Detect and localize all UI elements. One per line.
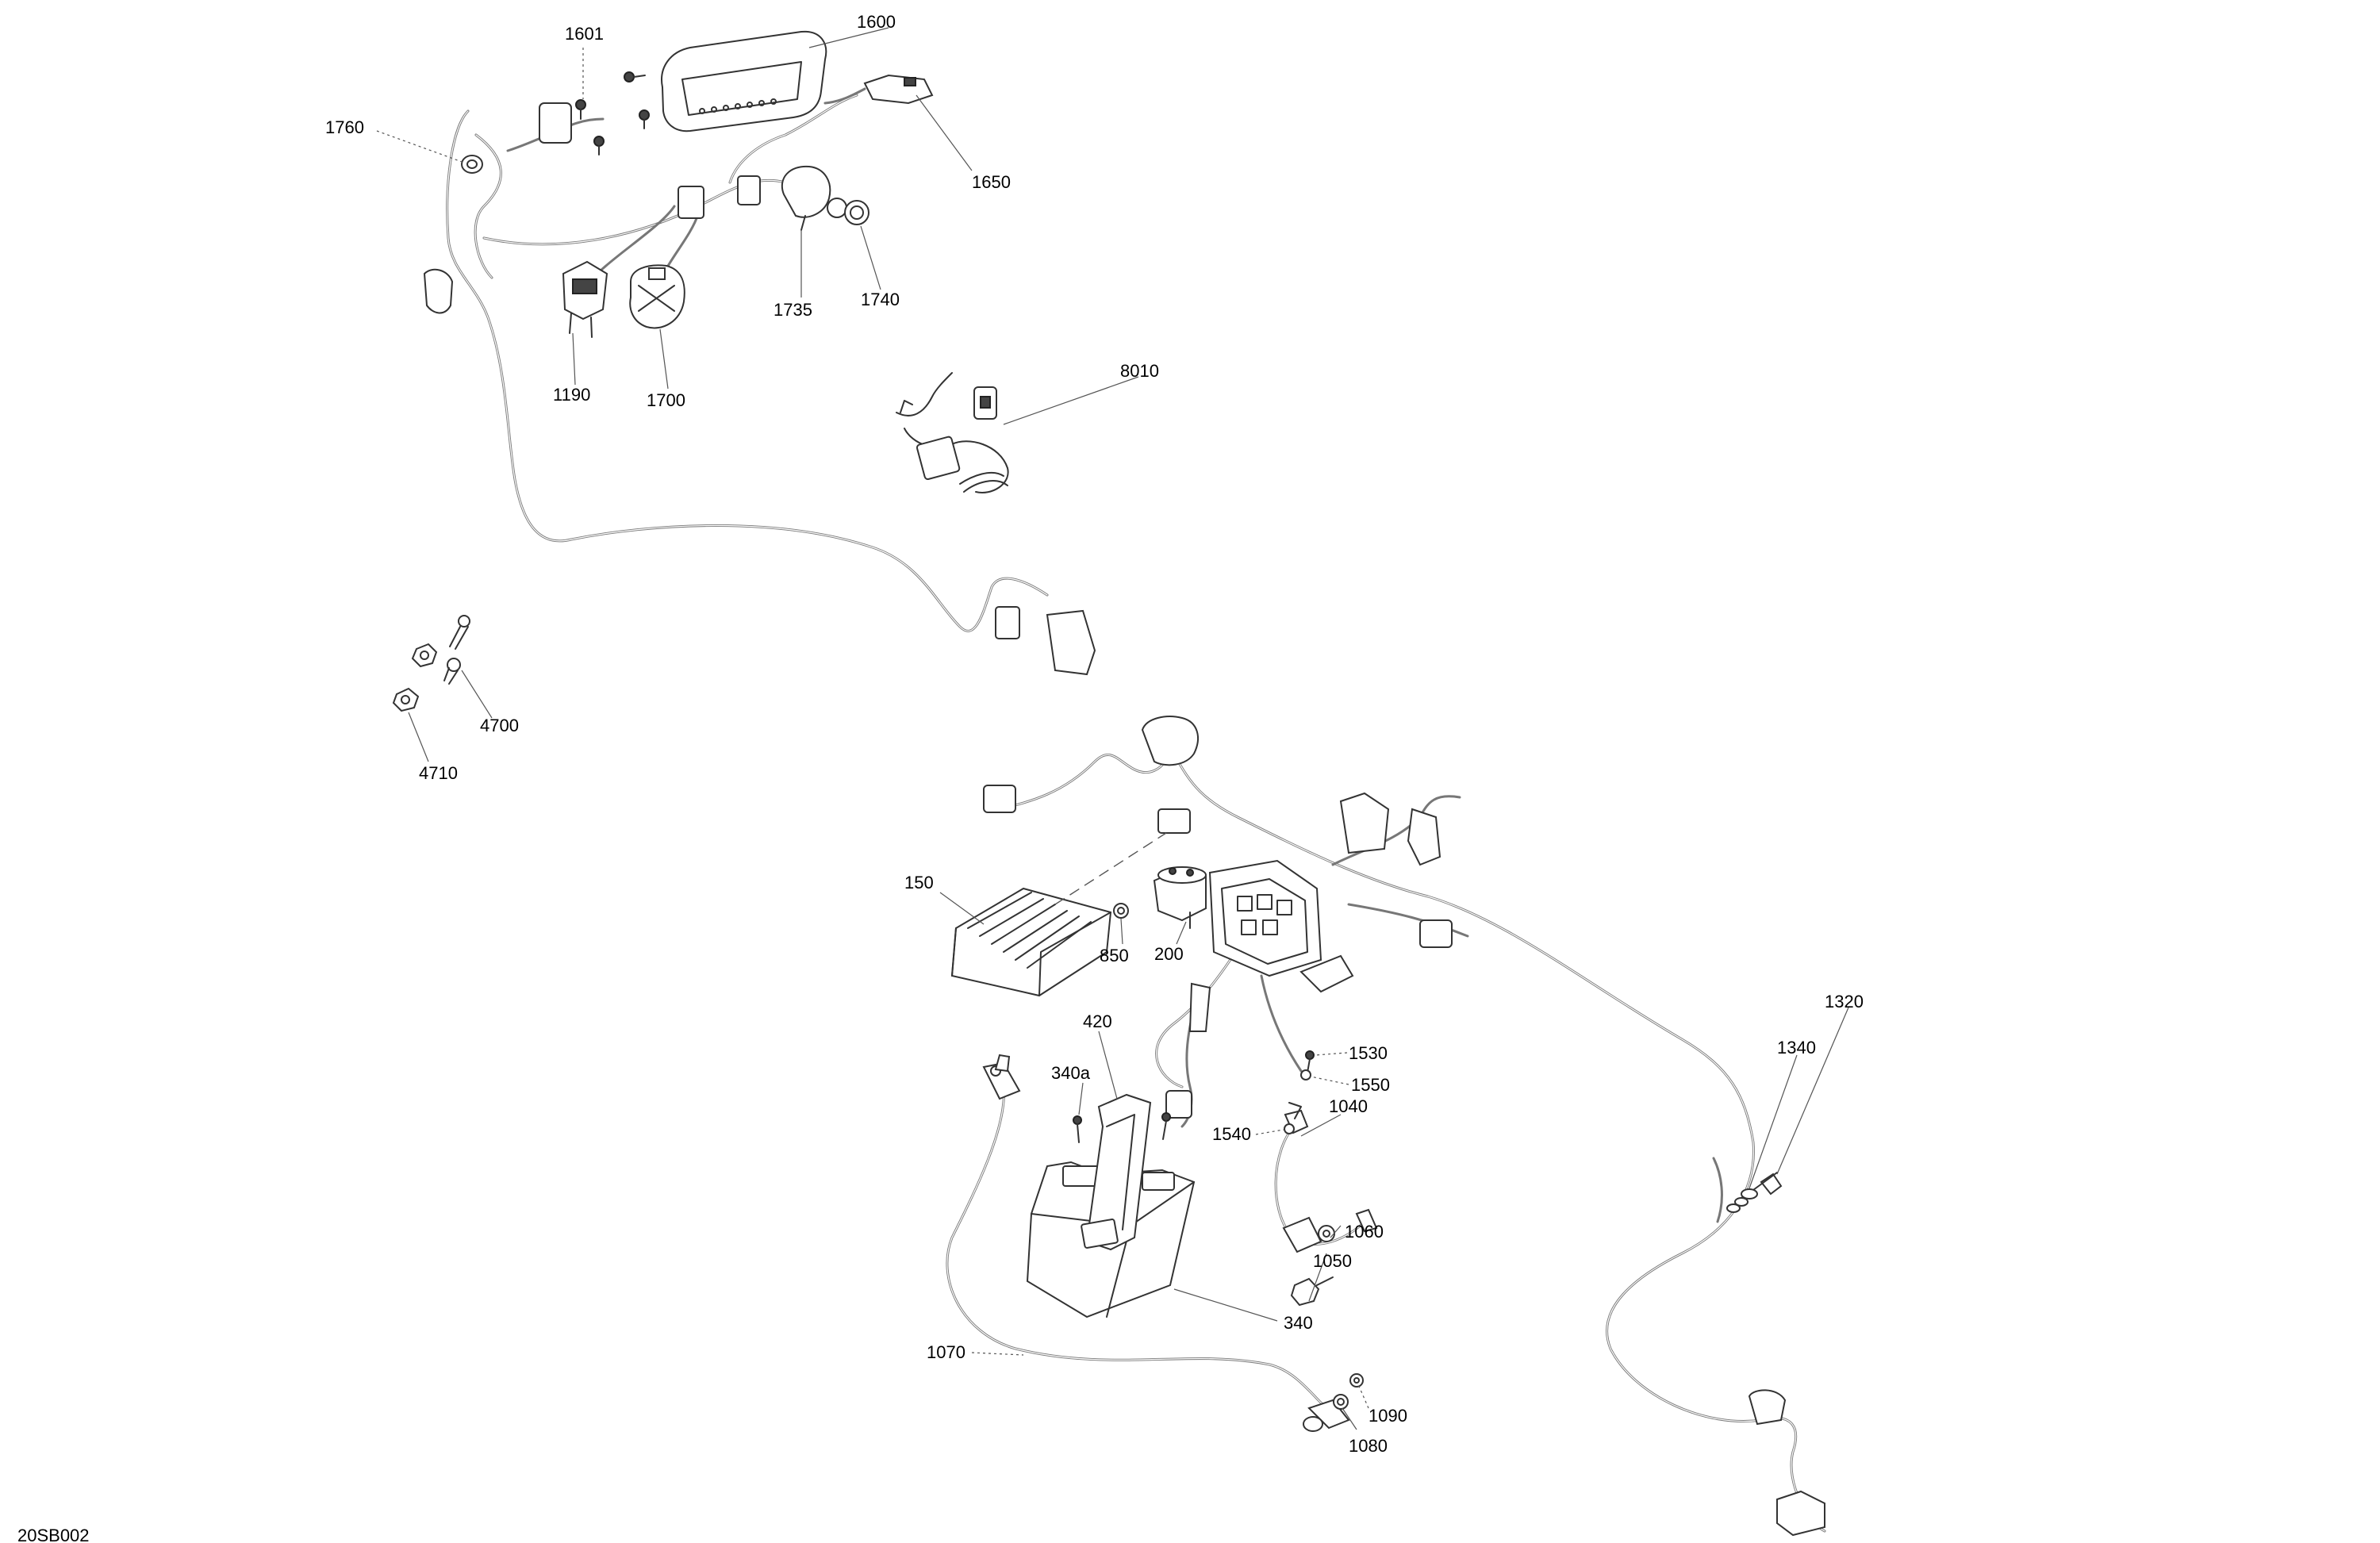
lower-wiring-harness <box>983 716 1826 1537</box>
callout-1060: 1060 <box>1345 1222 1384 1242</box>
hardware-1530-1550-1540 <box>1284 1050 1315 1134</box>
callout-1700: 1700 <box>647 390 685 410</box>
callout-420: 420 <box>1083 1011 1112 1031</box>
diagram-code: 20SB002 <box>17 1526 90 1543</box>
screws-1601 <box>575 71 650 155</box>
tether-lanyard-8010 <box>896 372 1009 493</box>
callout-1760: 1760 <box>325 117 364 137</box>
battery-strap-420 <box>1081 1093 1152 1251</box>
callout-1340: 1340 <box>1777 1038 1816 1057</box>
starter-solenoid-200 <box>1153 866 1207 929</box>
grommet-1760 <box>461 155 483 174</box>
bolt-1050-washer-1060 <box>1290 1225 1335 1307</box>
hardware-1080-1090 <box>1333 1373 1364 1410</box>
callout-1650: 1650 <box>972 172 1011 192</box>
bracket-4700 <box>443 615 470 685</box>
callout-1600: 1600 <box>857 12 896 32</box>
callout-150: 150 <box>904 873 934 892</box>
nut-1740 <box>844 200 869 225</box>
callout-1735: 1735 <box>774 300 812 320</box>
battery-cable-1070 <box>946 1054 1350 1432</box>
screw-340a <box>1073 1112 1171 1143</box>
callout-1070: 1070 <box>927 1342 965 1362</box>
switch-1735 <box>781 165 847 231</box>
callout-1090: 1090 <box>1368 1406 1407 1426</box>
display-cluster <box>661 30 827 132</box>
callout-1050: 1050 <box>1313 1251 1352 1271</box>
connector-1650 <box>823 74 934 105</box>
callout-4700: 4700 <box>480 716 519 735</box>
callout-340: 340 <box>1284 1313 1313 1333</box>
callout-200: 200 <box>1154 944 1184 964</box>
callout-1040: 1040 <box>1329 1096 1368 1116</box>
callout-1530: 1530 <box>1349 1043 1388 1063</box>
switch-1700 <box>629 264 685 329</box>
upper-wiring-harness <box>423 94 1096 676</box>
callout-1080: 1080 <box>1349 1436 1388 1456</box>
clamp-1320-1340 <box>1712 1157 1783 1223</box>
callout-340a: 340a <box>1051 1063 1091 1083</box>
dash-line-150 <box>1054 832 1167 905</box>
callout-1320: 1320 <box>1825 992 1864 1011</box>
callout-8010: 8010 <box>1120 361 1159 381</box>
callout-1540: 1540 <box>1212 1124 1251 1144</box>
ground-cable-1040 <box>1274 1109 1378 1253</box>
voltage-regulator-150 <box>950 887 1112 997</box>
switch-1190 <box>562 260 608 338</box>
callout-1190: 1190 <box>553 385 590 405</box>
callout-4710: 4710 <box>419 763 458 783</box>
callout-1740: 1740 <box>861 290 900 309</box>
leader-lines <box>376 27 1849 1430</box>
callout-850: 850 <box>1100 946 1129 965</box>
callout-1601: 1601 <box>565 24 604 44</box>
nut-4710 <box>392 643 438 712</box>
callout-labels: 1601 1600 1760 1650 1735 1740 1190 1700 … <box>17 12 1864 1543</box>
nut-850 <box>1113 903 1129 919</box>
callout-1550: 1550 <box>1351 1075 1390 1095</box>
